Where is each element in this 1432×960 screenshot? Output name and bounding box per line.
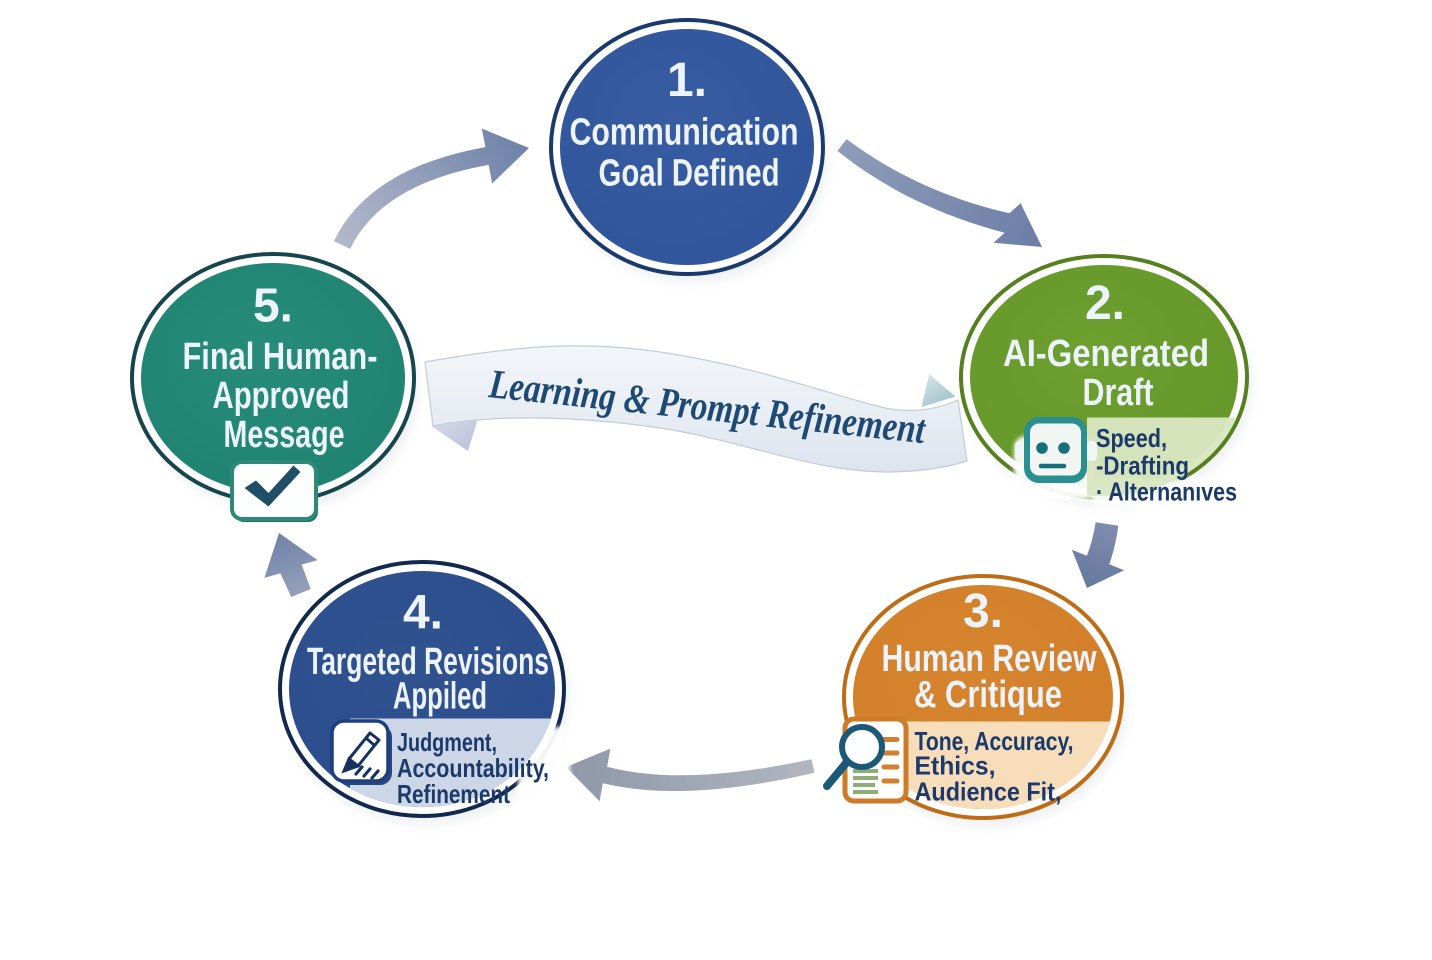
svg-text:· Alternanıves: · Alternanıves bbox=[1096, 477, 1237, 507]
svg-text:Accountability,: Accountability, bbox=[397, 753, 549, 783]
svg-text:Judgment,: Judgment, bbox=[397, 727, 497, 757]
svg-text:Human Review: Human Review bbox=[882, 638, 1097, 680]
svg-text:Targeted Revisions: Targeted Revisions bbox=[307, 641, 549, 683]
svg-text:-Drafting: -Drafting bbox=[1096, 451, 1189, 481]
svg-text:Goal Defined: Goal Defined bbox=[599, 153, 780, 195]
svg-text:& Critique: & Critique bbox=[914, 674, 1062, 716]
svg-text:Speed,: Speed, bbox=[1096, 423, 1167, 453]
svg-text:Audience Fit,: Audience Fit, bbox=[915, 777, 1062, 807]
svg-text:Ethics,: Ethics, bbox=[915, 751, 996, 781]
svg-text:Message: Message bbox=[224, 414, 345, 456]
svg-text:Tone, Accuracy,: Tone, Accuracy, bbox=[915, 726, 1074, 756]
svg-text:4.: 4. bbox=[403, 587, 443, 640]
svg-text:Approved: Approved bbox=[213, 375, 350, 417]
svg-text:Refinement: Refinement bbox=[397, 779, 510, 809]
svg-text:2.: 2. bbox=[1085, 277, 1125, 330]
svg-text:Communication: Communication bbox=[570, 112, 799, 154]
svg-text:3.: 3. bbox=[963, 585, 1003, 638]
svg-text:Appiled: Appiled bbox=[393, 676, 487, 718]
svg-text:1.: 1. bbox=[667, 54, 707, 107]
svg-text:Final Human-: Final Human- bbox=[183, 336, 378, 378]
svg-text:5.: 5. bbox=[253, 280, 293, 333]
svg-text:Draft: Draft bbox=[1083, 372, 1154, 414]
svg-text:AI-Generated: AI-Generated bbox=[1003, 333, 1209, 375]
